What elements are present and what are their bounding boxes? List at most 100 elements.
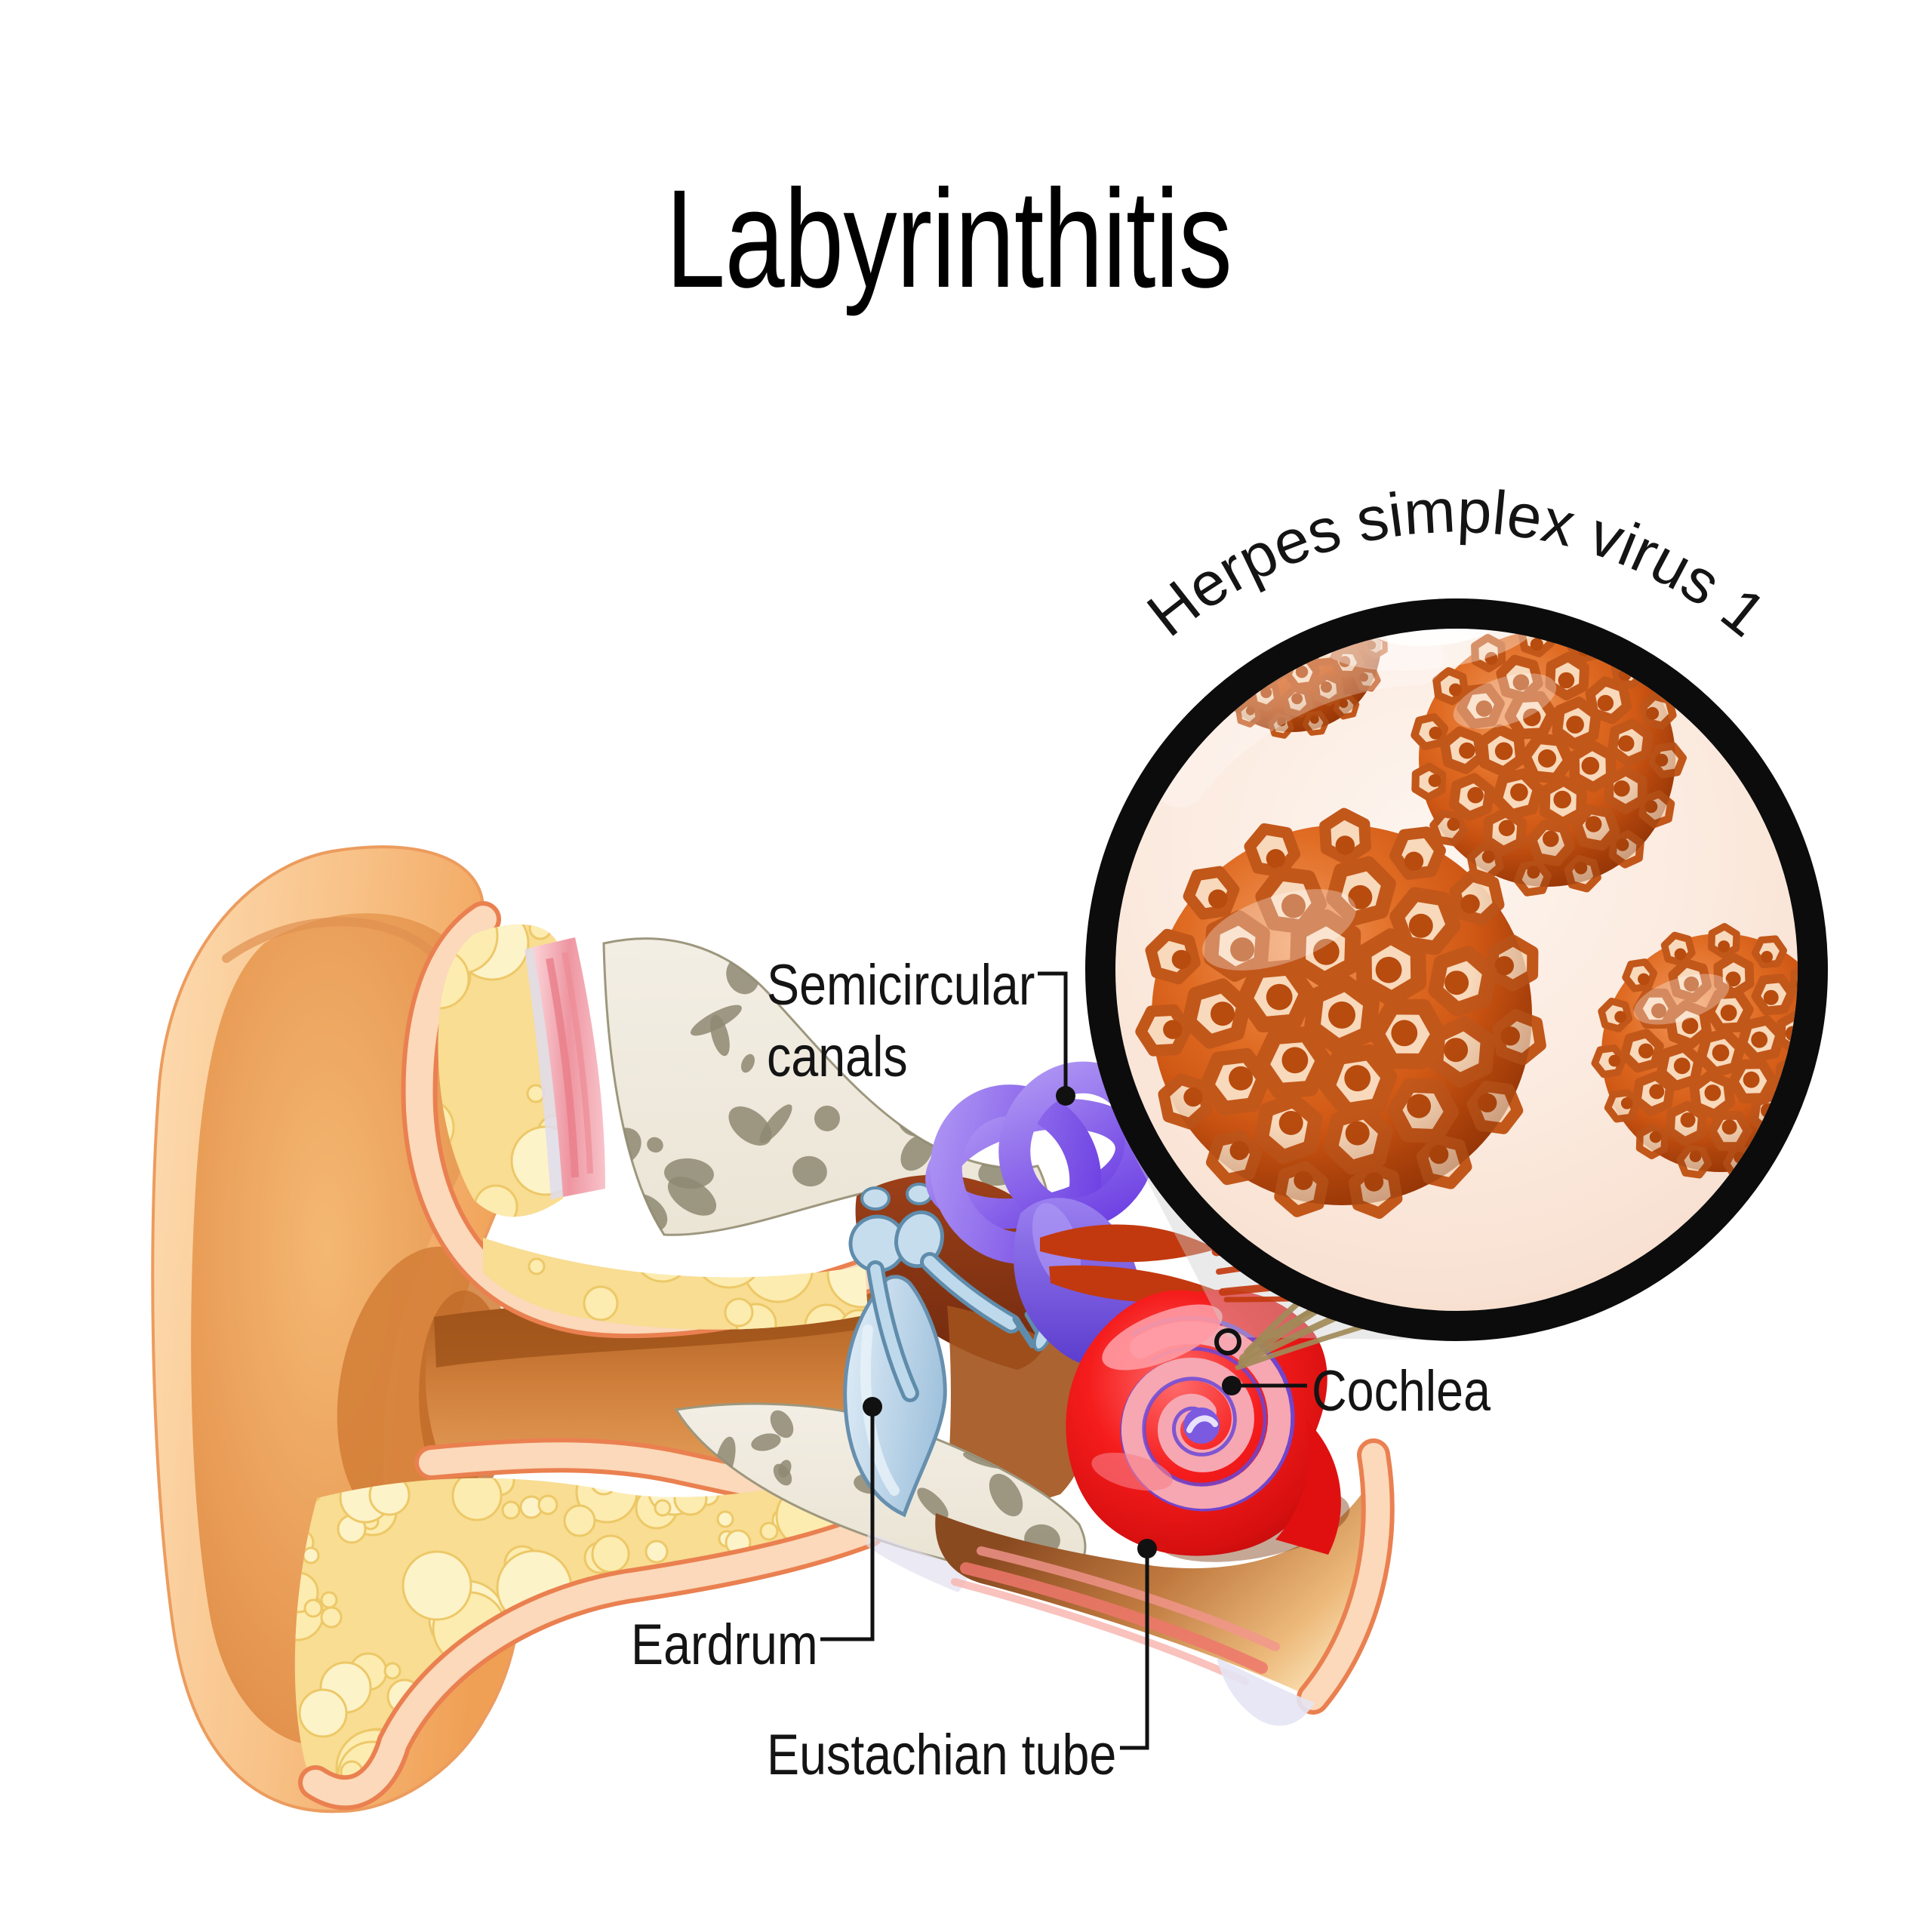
fat-bubble <box>839 1635 868 1677</box>
tube-muscle-streak <box>960 1562 1268 1674</box>
cochlea-tail <box>1275 1419 1341 1555</box>
fat-bubble <box>537 1494 558 1515</box>
capsomere <box>1242 629 1279 655</box>
fat-bubble <box>759 1521 779 1541</box>
cochlea-spiral-line <box>1142 1346 1267 1487</box>
dot-cochlea <box>1222 1376 1241 1395</box>
capsomere-hole <box>1256 631 1269 644</box>
incus-process-fill <box>924 1256 1017 1330</box>
fat-bubble <box>643 1678 667 1703</box>
label-semicircular-line2: canals <box>767 1025 908 1089</box>
bone-speckle <box>728 1106 772 1146</box>
capsomere <box>1802 1098 1830 1125</box>
bone-speckle <box>792 1155 827 1187</box>
label-semicircular-canals: Semicircular canals <box>767 949 1035 1093</box>
bone-speckle <box>664 1158 714 1189</box>
bone-speckle <box>751 1433 781 1451</box>
leader-eustachian <box>1120 1549 1149 1750</box>
dot-eardrum <box>863 1397 882 1417</box>
virus-highlight <box>1453 673 1557 729</box>
virus-shading <box>1419 630 1675 887</box>
capsomere-hole <box>1297 583 1309 594</box>
helix-ridge <box>222 917 442 963</box>
tympanic-cavity-shadow <box>945 1306 1091 1507</box>
fat-bubble <box>302 1546 320 1564</box>
fat-bubble <box>320 1591 338 1609</box>
fat-bubble <box>298 1688 348 1738</box>
cochlea-gloss <box>1102 1304 1223 1371</box>
virus-highlight <box>1202 889 1356 971</box>
fat-bubble <box>829 1646 848 1664</box>
capsomere-hole <box>1325 597 1337 608</box>
cochlea-gloss2 <box>1091 1452 1173 1491</box>
capsomere <box>1817 1055 1846 1081</box>
virus-particle <box>1135 808 1546 1219</box>
temporal-muscle <box>533 937 605 1197</box>
magnifier-lens <box>1085 572 1846 1341</box>
fat-bubble <box>724 1297 754 1327</box>
fat-bubble <box>585 1658 620 1693</box>
fat-bubble <box>601 1712 651 1761</box>
bone-speckle <box>900 1134 934 1171</box>
bone-underside-shadow <box>866 1532 974 1592</box>
malleus-ligament <box>860 1186 891 1211</box>
fat-bubble <box>320 1606 343 1629</box>
fat-bubble <box>806 1569 835 1598</box>
fat-bubble <box>602 1608 620 1626</box>
capsomere <box>1196 645 1223 671</box>
fat-bubble <box>693 1715 755 1777</box>
fat-bubble <box>654 1499 672 1517</box>
tube-muscle-streak <box>951 1578 1249 1685</box>
magnifier-beam <box>1121 1129 1472 1341</box>
eardrum <box>843 1275 947 1518</box>
fat-bubble <box>563 1504 596 1537</box>
bone-speckle <box>770 1410 794 1438</box>
fat-bubble <box>401 1550 472 1621</box>
bone-speckle <box>814 1106 840 1131</box>
eardrum-highlight <box>860 1324 900 1496</box>
cochlea-spiral <box>1121 1321 1291 1509</box>
virus-highlight <box>1633 974 1730 1025</box>
fat-bubble <box>501 1500 521 1520</box>
page-title: Labyrinthitis <box>666 162 1232 317</box>
fat-bubble <box>543 1789 582 1796</box>
leader-lines <box>820 971 1307 1750</box>
bone-speckle <box>989 1473 1023 1517</box>
capsomere-hole <box>1820 1061 1832 1073</box>
fat-bubble <box>454 1746 533 1796</box>
label-eustachian-tube: Eustachian tube <box>767 1723 1117 1787</box>
fat-bubble <box>742 1231 814 1303</box>
fat-bubble <box>496 1734 552 1790</box>
fat-bubble <box>491 1704 537 1751</box>
leader-dots <box>863 1086 1241 1558</box>
dot-semicircular <box>1056 1086 1075 1106</box>
fat-bubble <box>637 1752 675 1790</box>
capsomere-hole <box>1343 581 1352 590</box>
fat-bubble <box>303 1598 323 1618</box>
bone-speckle <box>647 1137 663 1153</box>
lens-gloss-arc <box>1153 632 1444 808</box>
fat-bubble <box>528 924 552 940</box>
fat-bubble <box>451 1472 503 1521</box>
fat-bubble <box>716 1510 734 1528</box>
bone-speckle <box>710 1014 730 1057</box>
capsomere <box>1263 629 1300 630</box>
capsomere <box>1340 572 1361 592</box>
tube-interior <box>935 1457 1378 1698</box>
capsomere-hole <box>1306 614 1318 626</box>
label-semicircular-line1: Semicircular <box>767 953 1035 1017</box>
fat-bubble <box>669 1687 698 1715</box>
capsomere-hole <box>1805 1103 1817 1115</box>
fat-bubble <box>584 1616 637 1669</box>
capsomere-hole <box>1230 634 1242 646</box>
fat-bubble <box>664 1681 682 1699</box>
fat-bubble <box>592 1721 611 1740</box>
fat-bubble <box>557 1659 604 1706</box>
ossicles <box>848 1183 1054 1402</box>
fat-bubble <box>720 924 777 952</box>
fat-bubble <box>648 1791 678 1796</box>
tube-tip-sliver <box>1217 1657 1315 1726</box>
fat-bubble <box>645 1540 669 1564</box>
